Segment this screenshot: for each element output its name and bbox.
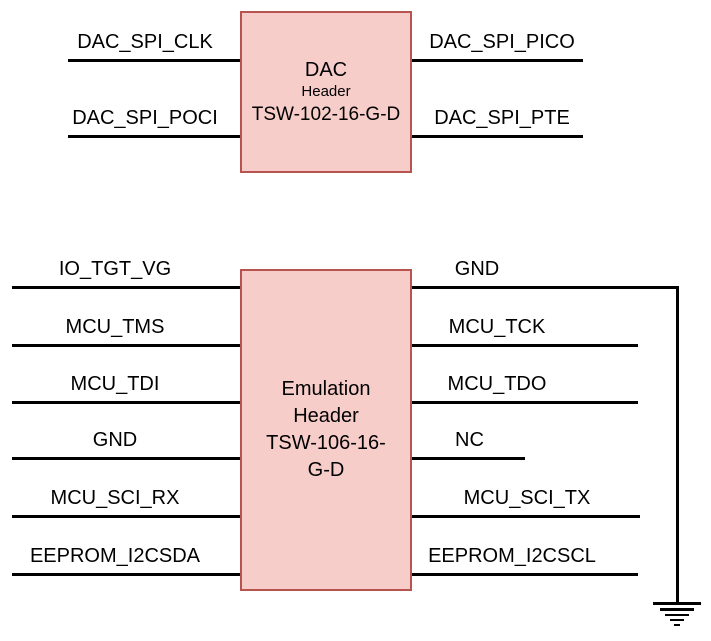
earth-ground-bar: [670, 619, 684, 621]
wire-mcu-sci-rx: [12, 515, 240, 518]
wire-eeprom-i2cscl: [412, 573, 638, 576]
pin-label-dac-spi-clk: DAC_SPI_CLK: [77, 31, 213, 53]
wire-io-tgt-vg: [12, 286, 240, 289]
pin-label-mcu-tck: MCU_TCK: [448, 316, 546, 338]
wire-mcu-tms: [12, 344, 240, 347]
earth-ground-bar: [674, 624, 680, 626]
emulation-header-part-number-line2: G-D: [307, 459, 345, 481]
wire-gnd-right: [412, 286, 679, 289]
earth-ground-bar: [660, 608, 694, 611]
pin-label-dac-spi-poci: DAC_SPI_POCI: [72, 107, 218, 129]
pin-label-dac-spi-pico: DAC_SPI_PICO: [429, 31, 575, 53]
pin-label-mcu-sci-rx: MCU_SCI_RX: [50, 487, 180, 509]
wire-gnd-vertical: [676, 286, 679, 602]
pin-label-gnd-left: GND: [92, 429, 138, 451]
emulation-header-subtitle: Header: [293, 405, 359, 427]
dac-header-box: DAC Header TSW-102-16-G-D: [240, 11, 412, 173]
emulation-header-box: Emulation Header TSW-106-16- G-D: [240, 269, 412, 591]
earth-ground-icon: [650, 600, 704, 628]
pin-label-nc: NC: [455, 429, 484, 451]
wire-dac-spi-clk: [68, 59, 240, 62]
dac-header-title: DAC: [304, 58, 348, 81]
earth-ground-bar: [653, 602, 701, 605]
wire-mcu-tdi: [12, 401, 240, 404]
wire-nc: [412, 457, 525, 460]
pin-label-eeprom-i2csda: EEPROM_I2CSDA: [29, 545, 201, 567]
pin-label-mcu-tms: MCU_TMS: [65, 316, 165, 338]
wire-dac-spi-poci: [68, 135, 240, 138]
wire-dac-spi-pte: [412, 135, 583, 138]
dac-header-part-number: TSW-102-16-G-D: [251, 103, 401, 125]
pin-label-eeprom-i2cscl: EEPROM_I2CSCL: [428, 545, 596, 567]
wire-mcu-tdo: [412, 401, 638, 404]
wire-dac-spi-pico: [412, 59, 583, 62]
earth-ground-bar: [665, 614, 689, 616]
emulation-header-part-number-line1: TSW-106-16-: [266, 432, 386, 454]
pin-label-dac-spi-pte: DAC_SPI_PTE: [434, 107, 570, 129]
emulation-header-title: Emulation: [281, 378, 371, 400]
pin-label-mcu-tdi: MCU_TDI: [70, 373, 160, 395]
dac-header-subtitle: Header: [301, 82, 351, 100]
wire-gnd-left: [12, 457, 240, 460]
pin-label-mcu-sci-tx: MCU_SCI_TX: [463, 487, 591, 509]
wire-mcu-tck: [412, 344, 638, 347]
pin-label-io-tgt-vg: IO_TGT_VG: [58, 258, 172, 280]
wire-eeprom-i2csda: [12, 573, 240, 576]
wire-mcu-sci-tx: [412, 515, 640, 518]
pin-label-gnd-right: GND: [454, 258, 500, 280]
pin-label-mcu-tdo: MCU_TDO: [447, 373, 547, 395]
